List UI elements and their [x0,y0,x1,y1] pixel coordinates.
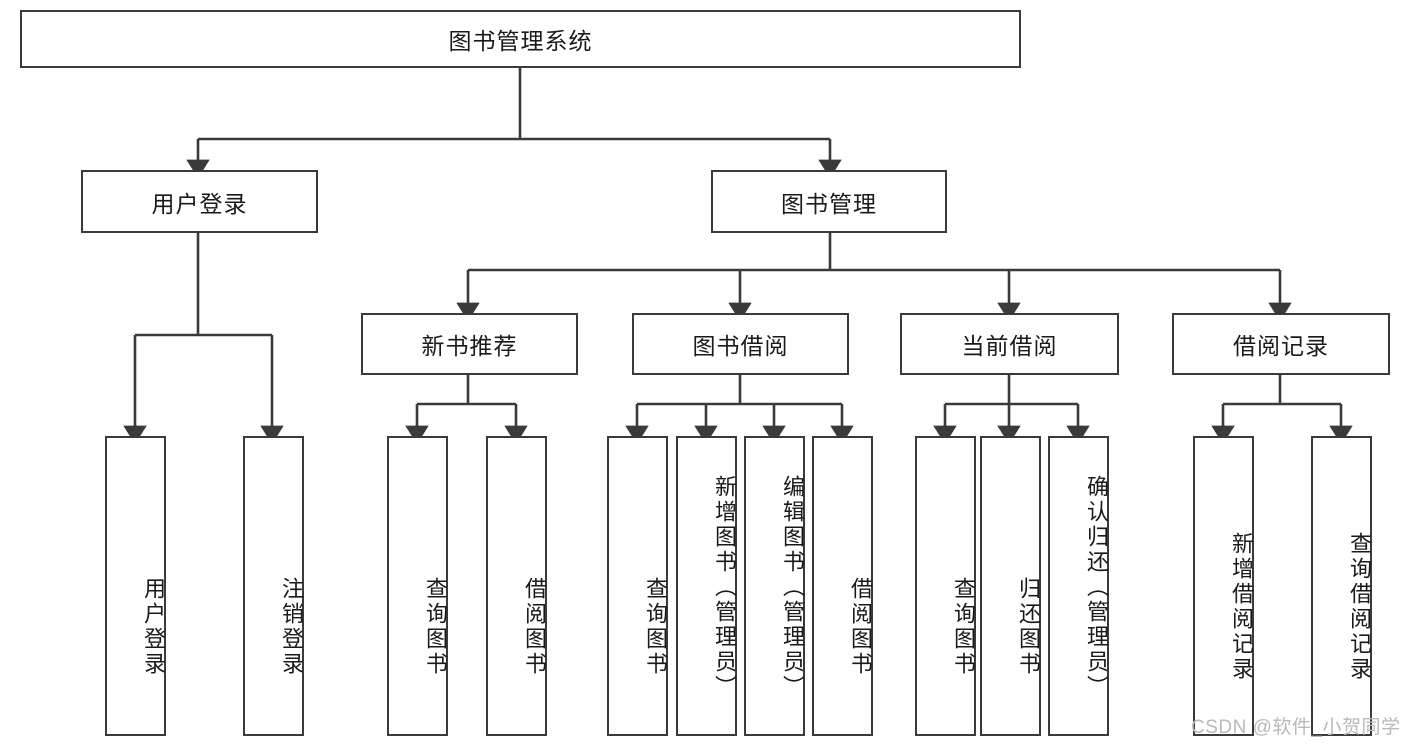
leaf-add-book-admin[interactable]: 新增图书（管理员） [676,436,737,736]
node-label: 用户登录 [151,190,248,217]
node-label: 注销登录 [279,577,304,677]
leaf-query-books-current[interactable]: 查询图书 [915,436,976,736]
node-root-book-management-system[interactable]: 图书管理系统 [20,10,1021,68]
node-borrow-records[interactable]: 借阅记录 [1172,313,1390,375]
node-label: 借阅图书 [522,577,547,677]
node-label: 查询图书 [951,577,976,677]
leaf-add-borrow-record[interactable]: 新增借阅记录 [1193,436,1254,736]
node-label: 确认归还（管理员） [1084,474,1109,700]
leaf-user-login[interactable]: 用户登录 [105,436,166,736]
node-label: 图书管理系统 [448,28,593,54]
node-label: 查询借阅记录 [1347,532,1372,682]
node-label: 当前借阅 [961,333,1058,359]
node-label: 图书借阅 [692,333,789,359]
leaf-confirm-return-admin[interactable]: 确认归还（管理员） [1048,436,1109,736]
node-new-book-recommendation[interactable]: 新书推荐 [361,313,578,375]
leaf-return-books[interactable]: 归还图书 [980,436,1041,736]
node-label: 编辑图书（管理员） [780,474,805,700]
leaf-borrow-books-borrow[interactable]: 借阅图书 [812,436,873,736]
node-label: 新增图书（管理员） [712,474,737,700]
node-label: 查询图书 [643,577,668,677]
node-label: 新书推荐 [421,333,518,359]
leaf-edit-book-admin[interactable]: 编辑图书（管理员） [744,436,805,736]
leaf-borrow-books-newbook[interactable]: 借阅图书 [486,436,547,736]
node-label: 归还图书 [1016,577,1041,677]
leaf-query-borrow-record[interactable]: 查询借阅记录 [1311,436,1372,736]
node-book-borrowing[interactable]: 图书借阅 [632,313,849,375]
node-current-borrowing[interactable]: 当前借阅 [900,313,1119,375]
leaf-query-books-newbook[interactable]: 查询图书 [387,436,448,736]
node-label: 借阅图书 [848,577,873,677]
leaf-query-books-borrow[interactable]: 查询图书 [607,436,668,736]
node-label: 新增借阅记录 [1229,532,1254,682]
node-user-login[interactable]: 用户登录 [81,170,318,233]
node-label: 图书管理 [781,190,877,217]
node-label: 借阅记录 [1233,333,1329,359]
leaf-logout[interactable]: 注销登录 [243,436,304,736]
node-book-management[interactable]: 图书管理 [711,170,947,233]
node-label: 查询图书 [423,577,448,677]
csdn-watermark: CSDN @软件_小贺同学 [1191,717,1401,738]
node-label: 用户登录 [141,577,166,677]
